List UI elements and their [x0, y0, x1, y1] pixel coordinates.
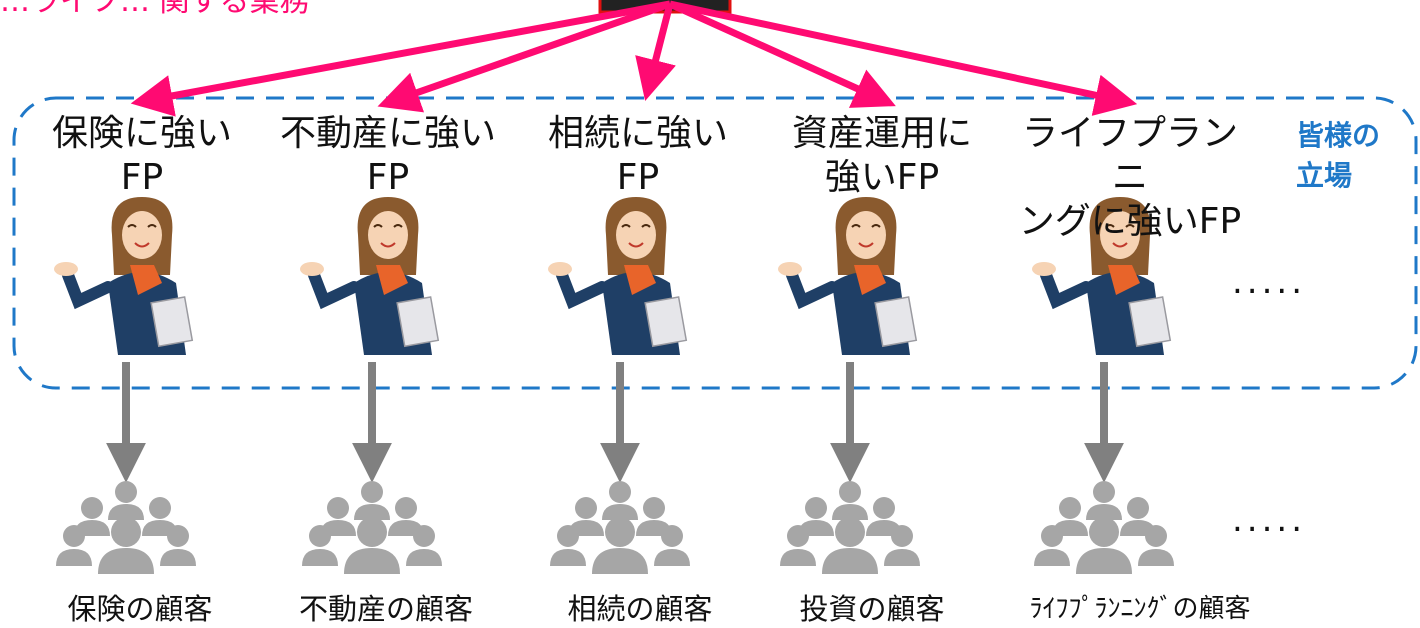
fp-label-3-line1: 相続に強い	[547, 113, 728, 154]
customer-group-icon	[550, 481, 690, 574]
customer-group-icon	[1034, 481, 1174, 574]
fp-label-5: ライフプランニ ングに強いFP	[1010, 112, 1250, 244]
fp-label-5-line1: ライフプランニ	[1021, 113, 1238, 198]
fp-label-1-line1: 保険に強い	[51, 113, 232, 154]
pink-arrow-5	[669, 0, 1138, 116]
fp-label-1-line2: FP	[120, 157, 164, 198]
customer-label-3: 相続の顧客	[567, 592, 713, 626]
fp-label-2-line2: FP	[366, 157, 410, 198]
customer-group-icon	[302, 481, 442, 574]
customer-ellipsis: .....	[1232, 500, 1307, 540]
fp-woman-icon	[548, 197, 688, 355]
pink-arrow-1	[130, 0, 671, 117]
fp-ellipsis: .....	[1232, 262, 1307, 302]
fp-woman-icon	[778, 197, 918, 355]
pink-arrow-2	[377, 0, 672, 113]
customer-label-4: 投資の顧客	[799, 592, 945, 626]
customer-label-5: ﾗｲﾌﾌﾟﾗﾝﾆﾝｸﾞの顧客	[1029, 594, 1251, 624]
fp-label-1: 保険に強い FP	[32, 112, 252, 200]
fp-label-4: 資産運用に 強いFP	[772, 112, 992, 200]
customer-label-2: 不動産の顧客	[298, 592, 473, 626]
fp-group-outline	[12, 96, 1418, 390]
fp-label-4-line1: 資産運用に	[791, 113, 972, 154]
fp-label-2-line1: 不動産に強い	[279, 113, 496, 154]
fp-woman-icon	[54, 197, 194, 355]
side-label: 皆様の 立場	[1296, 116, 1386, 196]
customer-group-icon	[56, 481, 196, 574]
pink-arrow-3	[635, 3, 676, 101]
fp-label-3-line2: FP	[616, 157, 660, 198]
side-label-line1: 皆様の	[1296, 119, 1381, 152]
pink-arrow-4	[668, 0, 896, 108]
customer-label-1: 保険の顧客	[67, 592, 213, 626]
fp-woman-icon	[300, 197, 440, 355]
fp-label-3: 相続に強い FP	[528, 112, 748, 200]
customer-group-icon	[780, 481, 920, 574]
fp-woman-icon	[1032, 197, 1172, 355]
side-label-line2: 立場	[1296, 159, 1353, 192]
top-note: …ライフ… 関する業務	[0, 0, 310, 19]
fp-label-5-line2: ングに強いFP	[1018, 201, 1242, 242]
fp-label-4-line2: 強いFP	[824, 157, 940, 198]
fp-label-2: 不動産に強い FP	[278, 112, 498, 200]
pink-arrows	[130, 0, 1138, 117]
